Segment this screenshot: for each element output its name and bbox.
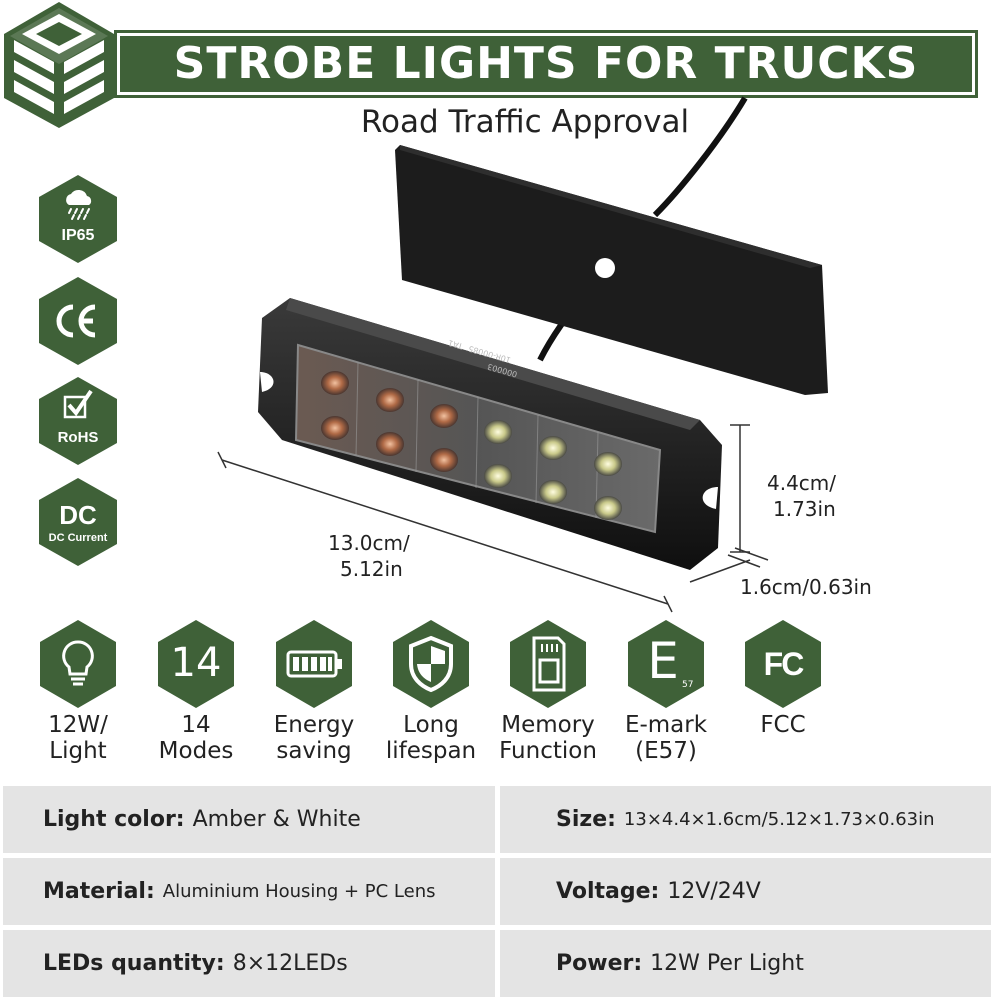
cable [652, 96, 748, 218]
spec-value: Aluminium Housing + PC Lens [162, 881, 436, 902]
bulb-icon [40, 620, 116, 708]
spec-key: Material: [43, 879, 155, 904]
spec-leds: LEDs quantity: 8×12LEDs [3, 930, 495, 997]
ip65-label: IP65 [61, 227, 95, 244]
feature-energy: Energy saving [264, 620, 364, 770]
feature-energy-line2: saving [276, 738, 352, 764]
spec-value: 8×12LEDs [232, 951, 348, 976]
feature-modes-line1: 14 [181, 712, 211, 738]
spec-light-color: Light color: Amber & White [3, 786, 495, 853]
length-dimension-line1: 13.0cm/ [328, 531, 410, 555]
height-dimension-line1: 4.4cm/ [767, 471, 837, 495]
product-cert: TA1 [447, 338, 465, 351]
cable-hole [595, 258, 615, 278]
spec-key: Light color: [43, 807, 185, 832]
shield-icon [393, 620, 469, 708]
fcc-icon: FC [763, 646, 805, 682]
spec-key: Voltage: [556, 879, 660, 904]
feature-lifespan-line2: lifespan [385, 738, 477, 764]
feature-power-line2: Light [49, 738, 107, 764]
dc-badge: DC DC Current [39, 478, 117, 566]
rain-cloud-icon [66, 189, 92, 220]
spec-value: 12W Per Light [650, 951, 804, 976]
feature-power-line1: 12W/ [48, 712, 108, 738]
feature-power: 12W/ Light [28, 620, 128, 770]
ip65-badge: IP65 [39, 175, 117, 263]
rohs-label: RoHS [57, 429, 99, 446]
strobe-light-image: 000003 10R-00085 TA1 [217, 96, 828, 613]
emark-icon: E [647, 632, 679, 690]
white-leds [484, 420, 622, 520]
feature-memory: Memory Function [498, 620, 598, 770]
rohs-badge: RoHS [39, 377, 117, 465]
feature-modes: 14 14 Modes [146, 620, 246, 770]
feature-emark-line1: E-mark [624, 712, 708, 738]
hexagon-shape [158, 620, 234, 708]
depth-dimension: 1.6cm/0.63in [740, 575, 872, 599]
spec-table: Light color: Amber & White Size: 13×4.4×… [0, 780, 994, 1000]
height-dimension-line2: 1.73in [773, 497, 836, 521]
hexagon-shape [39, 277, 117, 365]
spec-value: Amber & White [192, 807, 361, 832]
feature-lifespan: Long lifespan [381, 620, 481, 770]
amber-leds [321, 371, 458, 472]
feature-memory-line2: Function [499, 738, 597, 764]
feature-fcc-line1: FCC [760, 712, 806, 738]
spec-voltage: Voltage: 12V/24V [500, 858, 991, 925]
ce-badge [39, 277, 117, 365]
feature-fcc: FC FCC [733, 620, 833, 770]
hexagon-shape [745, 620, 821, 708]
length-dimension-line2: 5.12in [340, 557, 403, 581]
feature-lifespan-line1: Long [403, 712, 459, 738]
page-subtitle: Road Traffic Approval [360, 104, 690, 140]
spec-power: Power: 12W Per Light [500, 930, 991, 997]
spec-key: Power: [556, 951, 643, 976]
dc-label: DC [59, 500, 97, 530]
spec-key: LEDs quantity: [43, 951, 225, 976]
spec-material: Material: Aluminium Housing + PC Lens [3, 858, 495, 925]
feature-emark-line2: (E57) [635, 738, 697, 764]
feature-modes-line2: Modes [158, 738, 234, 764]
title-banner [114, 30, 978, 98]
hexagon-shape [39, 478, 117, 566]
feature-emark: E 57 E-mark (E57) [616, 620, 716, 770]
spec-value: 13×4.4×1.6cm/5.12×1.73×0.63in [623, 809, 935, 830]
memory-card-icon [510, 620, 586, 708]
dimension-lines [217, 424, 769, 613]
dc-sublabel: DC Current [48, 532, 108, 544]
number-icon: 14 [170, 640, 222, 686]
hexagon-shape [628, 620, 704, 708]
spec-size: Size: 13×4.4×1.6cm/5.12×1.73×0.63in [500, 786, 991, 853]
ce-mark-icon [56, 304, 96, 338]
battery-icon [276, 620, 352, 708]
spec-key: Size: [556, 807, 616, 832]
feature-memory-line1: Memory [501, 712, 595, 738]
feature-energy-line1: Energy [273, 712, 355, 738]
hexagon-shape [39, 377, 117, 465]
spec-value: 12V/24V [667, 879, 761, 904]
page-title: STROBE LIGHTS FOR TRUCKS [173, 38, 919, 89]
emark-number: 57 [682, 680, 694, 690]
brand-logo [4, 2, 114, 128]
checkbox-icon [63, 389, 93, 419]
